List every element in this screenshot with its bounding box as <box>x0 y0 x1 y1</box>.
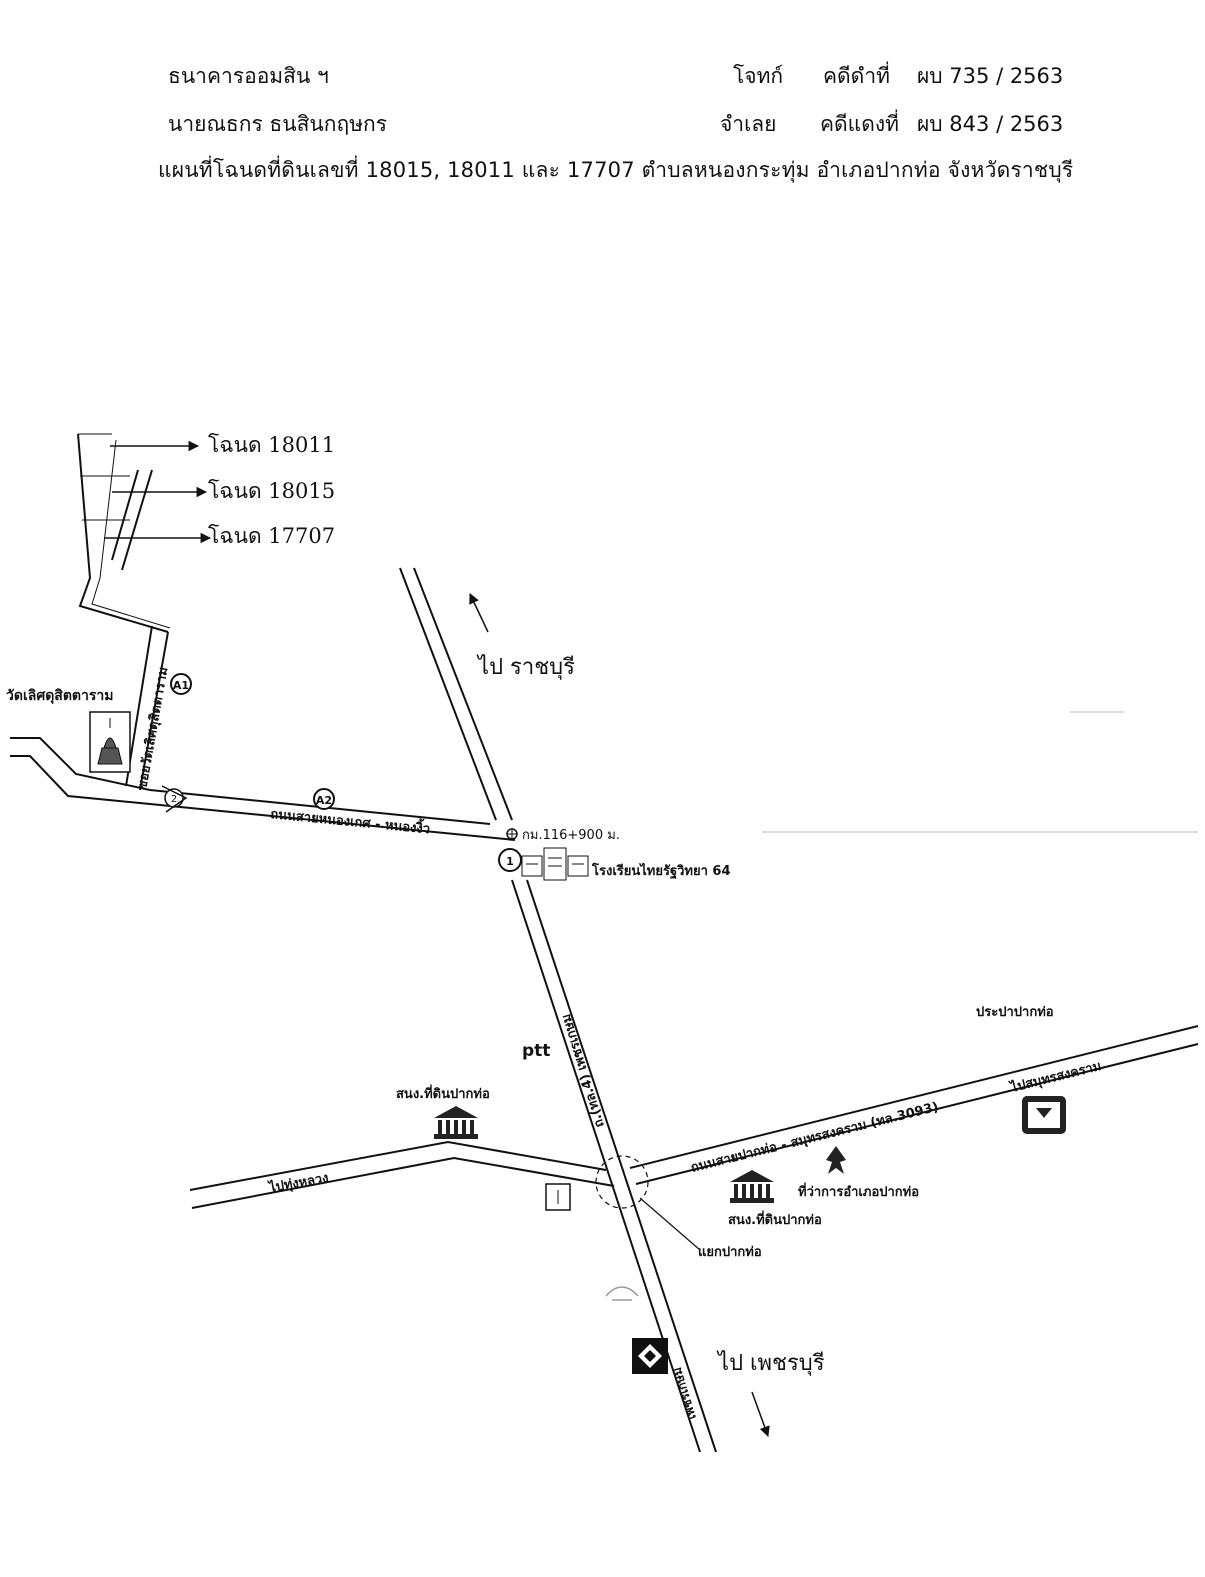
document-title: แผนที่โฉนดที่ดินเลขที่ 18015, 18011 และ … <box>158 158 1074 182</box>
marker-2: 2 <box>161 785 188 813</box>
bank-icon <box>632 1338 668 1374</box>
land-office-east-icon <box>730 1170 774 1203</box>
road-samut-songkhram <box>629 1025 1199 1185</box>
land-plots <box>77 433 171 633</box>
deed-arrows <box>104 440 212 544</box>
highway-4 <box>399 567 717 1453</box>
land-office-west-icon <box>434 1106 478 1139</box>
plaintiff-name: ธนาคารออมสิน ฯ <box>168 64 329 88</box>
road-nongket-label: ถนนสายหนองเกศ - หนองงิ้ว <box>270 803 431 837</box>
marker-1: 1 <box>498 848 522 872</box>
to-samut-songkhram-label: ไปสมุทรสงคราม <box>1007 1057 1103 1096</box>
to-phetchaburi-label: ไป เพชรบุรี <box>716 1350 825 1376</box>
north-arrow-icon <box>469 593 489 633</box>
defendant-role: จำเลย <box>720 112 777 136</box>
deed-label-18011: โฉนด 18011 <box>208 433 335 457</box>
deed-label-18015: โฉนด 18015 <box>208 479 335 503</box>
temple-icon <box>89 711 131 773</box>
red-case-number: ผบ 843 / 2563 <box>917 112 1064 136</box>
land-office-west-label: สนง.ที่ดินปากท่อ <box>396 1084 490 1102</box>
defendant-name: นายณธกร ธนสินกฤษกร <box>168 112 388 136</box>
junction-circle <box>595 1155 649 1209</box>
school-label: โรงเรียนไทยรัฐวิทยา 64 <box>591 862 731 880</box>
svg-text:1: 1 <box>506 855 514 868</box>
black-case-label: คดีดำที่ <box>823 64 890 88</box>
road-samut-label: ถนนสายปากท่อ - สมุทรสงคราม (ทล.3093) <box>689 1100 940 1176</box>
land-office-east-label: สนง.ที่ดินปากท่อ <box>728 1210 822 1228</box>
red-case-label: คดีแดงที่ <box>820 112 899 136</box>
highway-4-label: ถ.(ทล.4) เพชรเกษม <box>559 1012 608 1129</box>
temple-label: วัดเลิศดุสิตตาราม <box>6 688 114 704</box>
marker-a2: A2 <box>313 788 335 810</box>
to-ratchaburi-label: ไป ราชบุรี <box>476 654 575 680</box>
svg-text:A2: A2 <box>316 794 332 807</box>
soi-label: ซอยวัดเลิศดุสิตตาราม <box>135 666 171 791</box>
km-marker-label: กม.116+900 ม. <box>522 828 620 843</box>
svg-text:A1: A1 <box>173 679 189 692</box>
road-nongket <box>10 737 516 841</box>
south-arrow-icon <box>751 1391 770 1437</box>
faint-landmark-icon <box>605 1286 639 1301</box>
marker-a1: A1 <box>170 673 192 695</box>
junction-pointer <box>639 1197 701 1251</box>
ptt-label: ptt <box>522 1041 550 1061</box>
school-icon <box>521 847 589 881</box>
junction-label: แยกปากท่อ <box>698 1245 762 1260</box>
highway-4-south-label: เพชรเกษม <box>670 1366 699 1422</box>
black-case-number: ผบ 735 / 2563 <box>917 64 1064 88</box>
shop-icon <box>545 1183 571 1211</box>
road-thung-luang <box>189 1140 615 1209</box>
waterworks-label: ประปาปากท่อ <box>976 1005 1054 1020</box>
waterworks-icon <box>1022 1096 1066 1134</box>
district-office-label: ที่ว่าการอำเภอปากท่อ <box>798 1182 919 1200</box>
deed-label-17707: โฉนด 17707 <box>208 524 335 548</box>
plaintiff-role: โจทก์ <box>733 64 784 88</box>
garuda-icon <box>826 1146 846 1174</box>
km-marker <box>506 828 518 840</box>
svg-text:2: 2 <box>171 794 177 805</box>
to-thung-luang-label: ไปทุ่งหลวง <box>266 1169 330 1196</box>
